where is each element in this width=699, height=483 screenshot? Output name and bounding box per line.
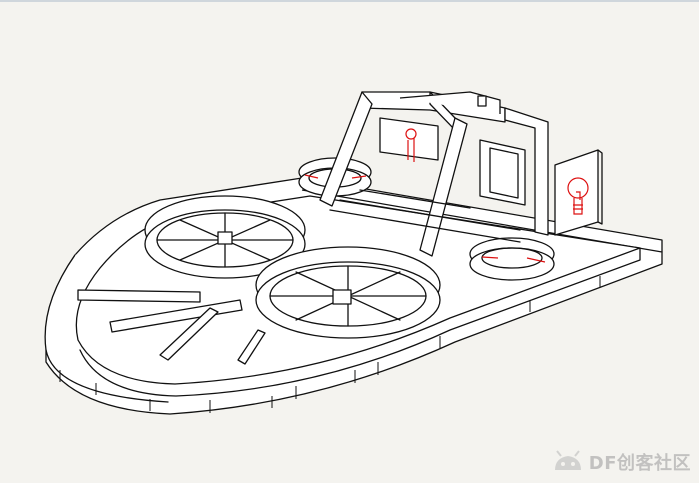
right-small-fan-ring [469, 237, 555, 281]
right-fan-ring [255, 246, 441, 339]
watermark-text: DF创客社区 [588, 453, 691, 474]
dfrobot-logo [554, 450, 581, 470]
watermark: DF创客社区 [551, 449, 691, 475]
lightbulb-icon [567, 177, 589, 215]
cabin-frame [319, 91, 549, 257]
left-fan-ring [144, 195, 306, 279]
lightbulb-sign-panel [554, 149, 603, 236]
